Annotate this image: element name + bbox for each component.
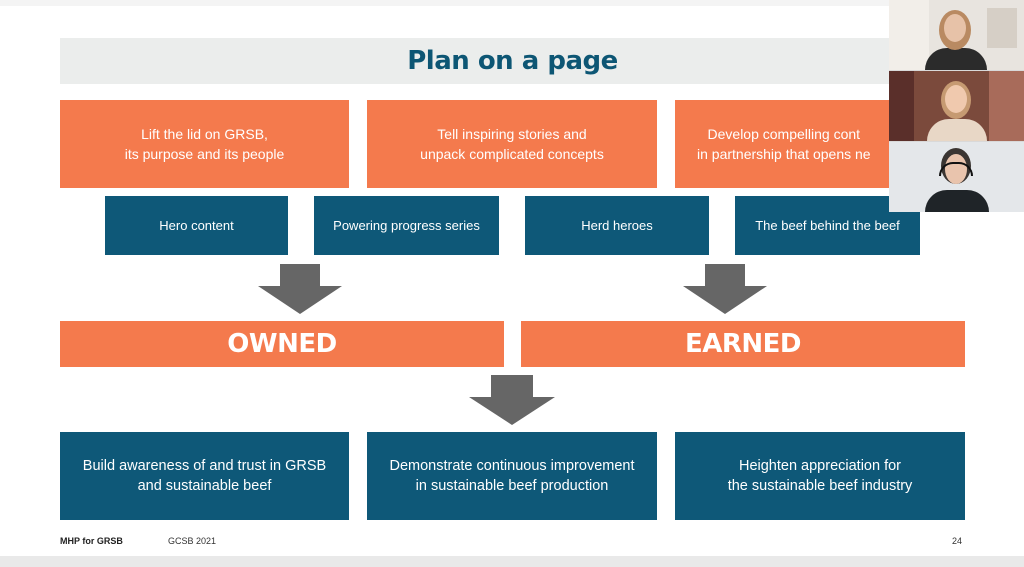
channel-label-earned: EARNED bbox=[684, 329, 802, 359]
wall-background bbox=[989, 71, 1024, 141]
page-number: 24 bbox=[952, 536, 963, 546]
down-arrow-icon bbox=[683, 264, 767, 314]
goal-text-3: Develop compelling cont in partnership t… bbox=[697, 126, 871, 162]
goal-text-2: Tell inspiring stories and unpack compli… bbox=[420, 126, 604, 162]
content-label-powering-progress: Powering progress series bbox=[333, 218, 480, 233]
goal-text-1: Lift the lid on GRSB, its purpose and it… bbox=[124, 126, 285, 162]
participant-video-tile[interactable] bbox=[889, 142, 1024, 212]
wall-background bbox=[889, 0, 929, 70]
participant-body bbox=[925, 190, 989, 212]
channel-owned: OWNED bbox=[60, 321, 504, 367]
video-call-panel bbox=[889, 0, 1024, 212]
outcome-box-3: Heighten appreciation for the sustainabl… bbox=[675, 432, 965, 520]
content-box-powering-progress: Powering progress series bbox=[314, 196, 499, 255]
participant-face bbox=[945, 85, 967, 113]
down-arrow-icon bbox=[258, 264, 342, 314]
content-box-hero: Hero content bbox=[105, 196, 288, 255]
participant-body bbox=[927, 119, 987, 141]
outcome-box-1: Build awareness of and trust in GRSB and… bbox=[60, 432, 349, 520]
title-band: Plan on a page bbox=[60, 38, 965, 84]
footer-event: GCSB 2021 bbox=[168, 536, 217, 546]
goal-box-1: Lift the lid on GRSB, its purpose and it… bbox=[60, 100, 349, 188]
content-label-beef-behind: The beef behind the beef bbox=[755, 218, 900, 233]
goal-box-2: Tell inspiring stories and unpack compli… bbox=[367, 100, 657, 188]
outcome-text-1: Build awareness of and trust in GRSB and… bbox=[82, 458, 327, 494]
participant-video-tile[interactable] bbox=[889, 71, 1024, 141]
channel-earned: EARNED bbox=[521, 321, 965, 367]
participant-body bbox=[925, 48, 987, 70]
window-bottom-edge bbox=[0, 556, 1024, 567]
content-label-hero: Hero content bbox=[159, 218, 234, 233]
content-label-herd-heroes: Herd heroes bbox=[581, 218, 653, 233]
wall-picture bbox=[987, 8, 1017, 48]
outcome-box-2: Demonstrate continuous improvement in su… bbox=[367, 432, 657, 520]
channel-label-owned: OWNED bbox=[227, 329, 337, 359]
participant-face bbox=[944, 14, 966, 42]
footer-brand: MHP for GRSB bbox=[60, 536, 123, 546]
outcome-text-3: Heighten appreciation for the sustainabl… bbox=[727, 458, 913, 494]
outcome-text-2: Demonstrate continuous improvement in su… bbox=[389, 458, 635, 494]
content-box-herd-heroes: Herd heroes bbox=[525, 196, 709, 255]
participant-video-tile[interactable] bbox=[889, 0, 1024, 70]
slide-title: Plan on a page bbox=[407, 46, 618, 76]
wall-background bbox=[889, 71, 914, 141]
window-top-edge bbox=[0, 0, 1024, 6]
down-arrow-icon bbox=[469, 375, 555, 425]
